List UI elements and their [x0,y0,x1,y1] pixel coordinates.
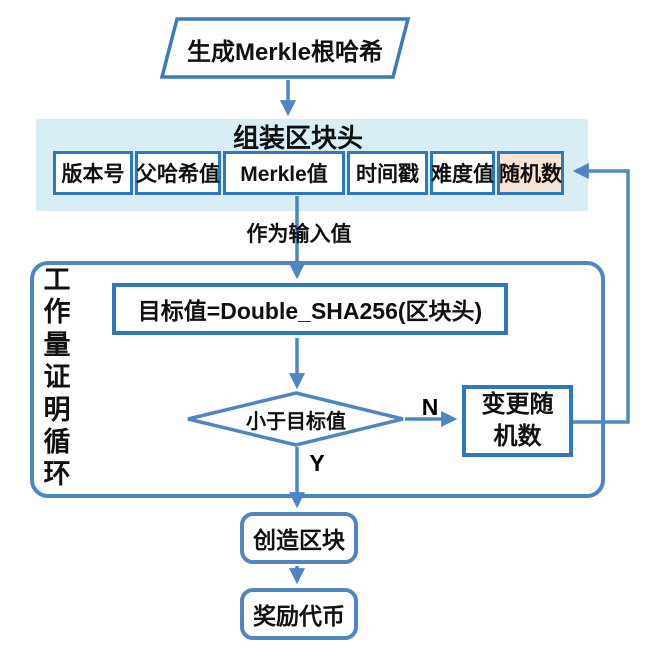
yes-branch-label: Y [309,449,325,476]
assemble-header-title: 组装区块头 [232,122,363,153]
pow-loop-label: 工作量证明循环 [43,265,71,490]
field-timestamp: 时间戳 [347,151,428,195]
field-nonce: 随机数 [497,151,564,195]
field-difficulty: 难度值 [430,151,495,195]
hash-step-box: 目标值=Double_SHA256(区块头) [112,283,508,335]
input-value-label: 作为输入值 [246,223,352,246]
change-nonce-line2: 机数 [493,423,542,450]
decision-label: 小于目标值 [246,410,346,433]
start-node-label: 生成Merkle根哈希 [186,38,384,66]
no-branch-label: N [421,393,439,420]
block-header-field-row: 版本号 父哈希值 Merkle值 时间戳 难度值 随机数 [53,151,564,195]
field-merkle: Merkle值 [223,151,345,195]
pow-loop-container [30,261,605,498]
create-block-node: 创造区块 [240,512,358,564]
reward-token-node: 奖励代币 [240,588,358,640]
change-nonce-box: 变更随 机数 [462,385,573,457]
field-version: 版本号 [53,151,133,195]
change-nonce-line1: 变更随 [481,391,554,418]
field-parent-hash: 父哈希值 [135,151,221,195]
